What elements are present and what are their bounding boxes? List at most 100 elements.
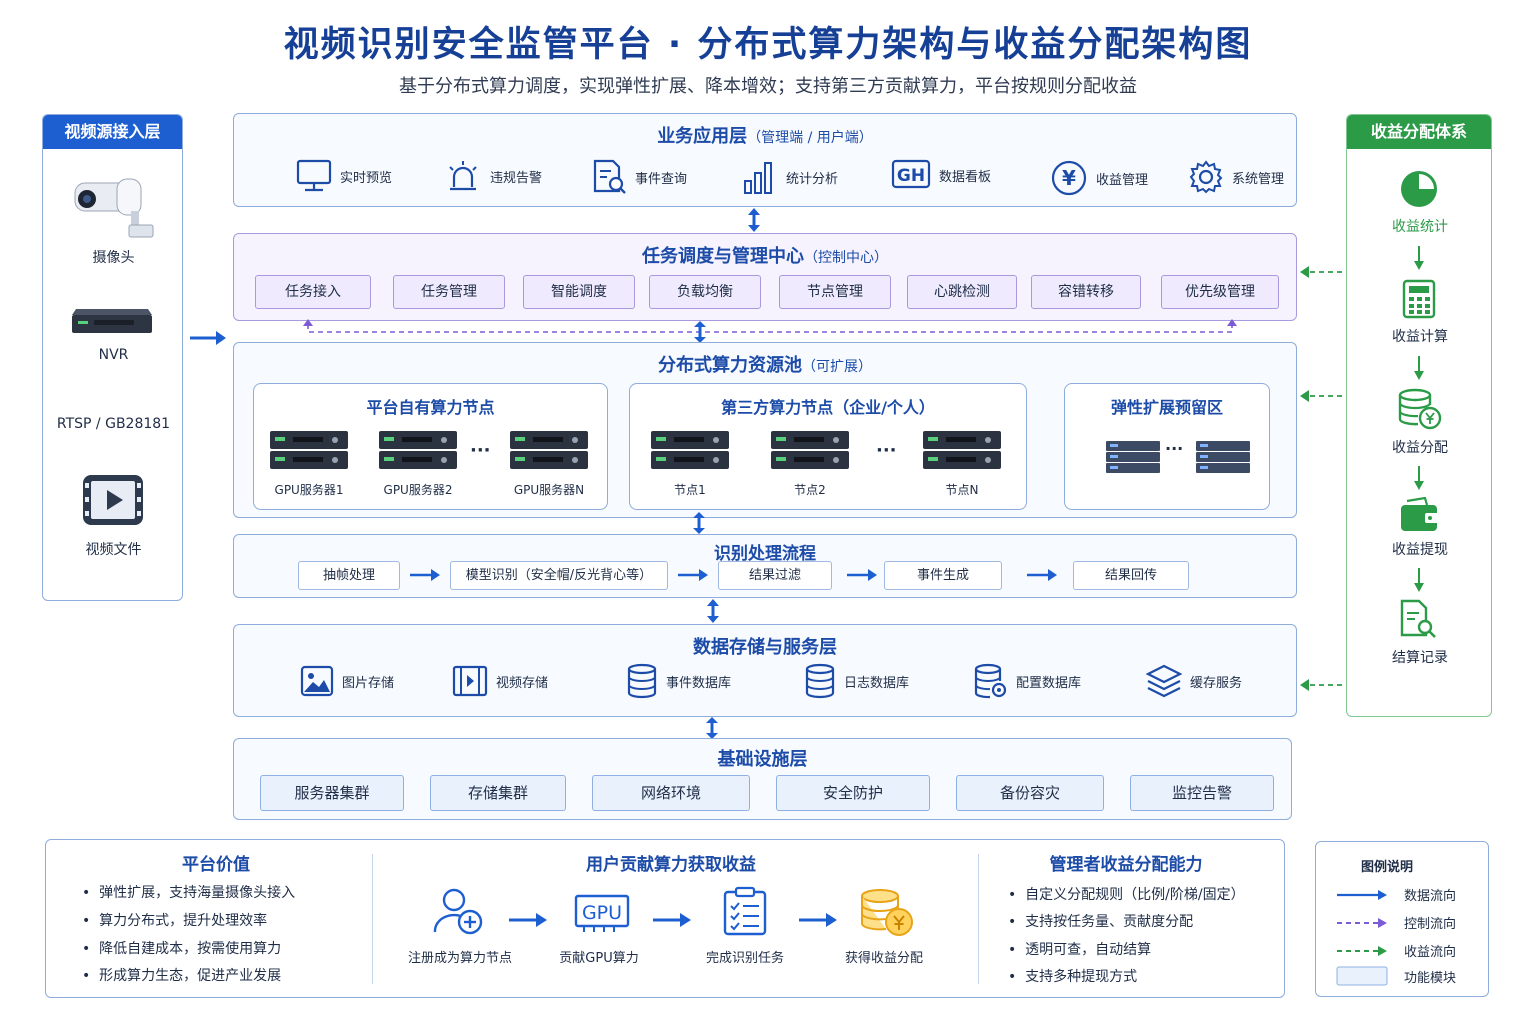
node-label: 节点N (945, 483, 979, 497)
pipeline-step[interactable]: 抽帧处理 (298, 561, 400, 590)
value-title: 平台价值 (182, 855, 250, 875)
mgmt-bullet: • 支持多种提现方式 (1008, 969, 1138, 985)
pipeline-step[interactable]: 结果过滤 (718, 561, 832, 590)
sched-chip[interactable]: 心跳检测 (907, 275, 1017, 309)
yen-coin-icon: ¥ (1051, 160, 1087, 196)
own-nodes-panel: 平台自有算力节点 ··· GPU服务器1 GPU服务器2 GPU服务器N (253, 383, 608, 510)
value-bullet: • 弹性扩展，支持海量摄像头接入 (82, 885, 296, 901)
mgmt-bullet: • 自定义分配规则（比例/阶梯/固定） (1008, 887, 1245, 903)
biz-item-dashboard[interactable]: GH 数据看板 (891, 159, 991, 191)
flow-arrow-icon (707, 599, 719, 623)
pipeline-step[interactable]: 结果回传 (1073, 561, 1189, 590)
earn-step-label: 获得收益分配 (844, 951, 923, 966)
gpu-server-label: GPU服务器2 (383, 483, 453, 497)
page-title: 视频识别安全监管平台 · 分布式算力架构与收益分配架构图 (283, 25, 1253, 65)
dashboard-glyph: GH (897, 166, 925, 186)
biz-item-label: 违规告警 (490, 170, 543, 186)
coins-icon (1398, 388, 1442, 430)
flow-arrow-icon (694, 321, 706, 343)
right-arrow-icon (410, 569, 440, 581)
video-source-panel: 视频源接入层 摄像头 NVR RTSP / GB28181 视频文件 (42, 114, 183, 601)
wallet-icon (1401, 497, 1439, 531)
infra-chip[interactable]: 服务器集群 (260, 775, 404, 811)
earn-step-label: 注册成为算力节点 (407, 951, 512, 966)
biz-item-label: 系统管理 (1232, 171, 1285, 187)
control-flow-line (303, 319, 1237, 333)
legend-item: 控制流向 (1336, 913, 1456, 932)
storage-item-log-db[interactable]: 日志数据库 (804, 663, 909, 699)
source-arrow-icon (190, 331, 226, 345)
storage-item-event-db[interactable]: 事件数据库 (626, 663, 731, 699)
business-layer-subtitle: （管理端 / 用户端） (747, 130, 873, 146)
biz-item-system[interactable]: 系统管理 (1188, 159, 1284, 195)
right-arrow-icon (847, 569, 877, 581)
layers-icon (1146, 664, 1182, 698)
biz-item-event-query[interactable]: 事件查询 (591, 159, 687, 195)
source-camera-label: 摄像头 (92, 250, 135, 266)
storage-item-config-db[interactable]: 配置数据库 (974, 663, 1081, 699)
database-icon (627, 663, 657, 699)
biz-item-realtime[interactable]: 实时预览 (296, 159, 392, 193)
server-icon (270, 431, 348, 469)
sched-chip[interactable]: 优先级管理 (1161, 275, 1279, 309)
sched-chip[interactable]: 智能调度 (523, 275, 635, 309)
mgmt-bullet: • 支持按任务量、贡献度分配 (1008, 914, 1194, 930)
dashed-green-arrow-icon (1337, 945, 1387, 956)
infra-chip[interactable]: 网络环境 (592, 775, 750, 811)
down-arrow-icon (1414, 568, 1424, 592)
pipeline-step[interactable]: 模型识别（安全帽/反光背心等） (450, 561, 668, 590)
sched-chip[interactable]: 容错转移 (1031, 275, 1141, 309)
scheduling-title: 任务调度与管理中心 (642, 246, 804, 267)
pipeline-step[interactable]: 事件生成 (884, 561, 1002, 590)
revenue-flow-line (1300, 390, 1344, 402)
legend-item: 数据流向 (1336, 885, 1456, 904)
value-bullet: • 降低自建成本，按需使用算力 (82, 941, 282, 957)
revenue-step-label: 收益计算 (1392, 329, 1448, 345)
server-icon (379, 431, 457, 469)
third-party-title: 第三方算力节点（企业/个人） (721, 398, 935, 417)
alarm-light-icon (449, 161, 477, 191)
infra-chip[interactable]: 备份容灾 (956, 775, 1104, 811)
storage-item-cache[interactable]: 缓存服务 (1146, 663, 1242, 699)
right-arrow-icon (799, 913, 837, 927)
infra-chip[interactable]: 安全防护 (776, 775, 930, 811)
sched-chip[interactable]: 负载均衡 (649, 275, 761, 309)
node-label: 节点2 (794, 483, 826, 497)
sched-chip[interactable]: 任务接入 (255, 275, 371, 309)
storage-item-label: 事件数据库 (666, 675, 732, 691)
scheduling-subtitle: （控制中心） (804, 250, 888, 266)
storage-item-video[interactable]: 视频存储 (452, 665, 548, 697)
server-icon (771, 431, 849, 469)
sched-chip[interactable]: 任务管理 (393, 275, 505, 309)
dashed-purple-arrow-icon (1337, 917, 1387, 928)
pie-chart-icon (1401, 171, 1437, 207)
infra-chip[interactable]: 存储集群 (430, 775, 566, 811)
compute-pool-panel: 分布式算力资源池（可扩展） 平台自有算力节点 ··· GPU服务器1 GPU服务… (233, 342, 1297, 518)
source-nvr-label: NVR (98, 347, 129, 363)
video-file-icon (83, 475, 143, 525)
biz-item-label: 事件查询 (635, 171, 688, 187)
sched-chip[interactable]: 节点管理 (779, 275, 891, 309)
ellipsis: ··· (876, 440, 897, 461)
flow-arrow-icon (693, 512, 705, 534)
video-source-title: 视频源接入层 (43, 115, 182, 149)
storage-item-label: 图片存储 (342, 675, 395, 691)
biz-item-alarm[interactable]: 违规告警 (444, 159, 542, 193)
right-arrow-icon (678, 569, 708, 581)
infra-chip[interactable]: 监控告警 (1130, 775, 1274, 811)
page-subtitle: 基于分布式算力调度，实现弹性扩展、降本增效；支持第三方贡献算力，平台按规则分配收… (399, 76, 1137, 97)
mgmt-title: 管理者收益分配能力 (1049, 855, 1203, 875)
legend-item: 功能模块 (1336, 966, 1456, 986)
storage-item-image[interactable]: 图片存储 (300, 665, 394, 697)
image-icon (300, 665, 334, 697)
storage-item-label: 缓存服务 (1190, 675, 1243, 691)
storage-panel: 数据存储与服务层 图片存储 视频存储 事件数据库 日志数据库 配置数据库 缓存服… (233, 624, 1297, 717)
biz-item-revenue[interactable]: ¥ 收益管理 (1050, 159, 1148, 197)
infra-title: 基础设施层 (717, 749, 808, 770)
biz-item-label: 收益管理 (1096, 172, 1149, 188)
right-arrow-icon (509, 913, 547, 927)
yen-glyph: ¥ (1062, 166, 1076, 190)
storage-item-label: 日志数据库 (844, 675, 910, 691)
module-swatch-icon (1336, 966, 1388, 986)
biz-item-stats[interactable]: 统计分析 (742, 159, 838, 195)
